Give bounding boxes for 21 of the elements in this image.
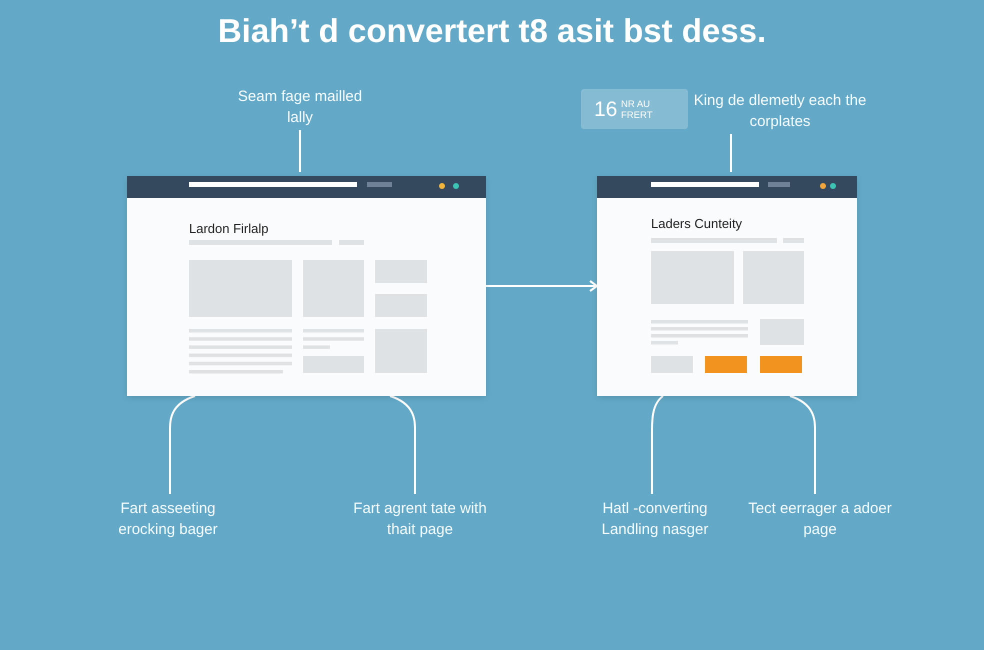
browser-window: [127, 176, 486, 396]
badge-text: NR AU FRERT: [621, 99, 654, 121]
annotation-text: Fart asseeting erocking bager: [103, 498, 233, 542]
annotation-text: Fart agrent tate with thait page: [350, 498, 490, 542]
badge-number: 16: [594, 98, 618, 122]
leader-line: [390, 395, 416, 494]
annotation-text: Hatl -converting Landling nasger: [580, 498, 730, 542]
annotation-text: Tect eerrager a adoer page: [745, 498, 895, 542]
leader-line: [169, 395, 196, 494]
leader-line: [790, 395, 816, 494]
page-heading: Lardon Firlalp: [189, 221, 268, 236]
browser-window: [597, 176, 857, 396]
annotation-text: King de dlemetly each the corplates: [690, 90, 870, 134]
leader-line: [299, 130, 301, 172]
arrow: [486, 280, 598, 292]
leader-line: [730, 134, 732, 172]
page-heading: Laders Cunteity: [651, 216, 742, 231]
annotation-text: Seam fage mailled lally: [235, 86, 365, 130]
diagram-title: Biah’t d convertert t8 asit bst dess.: [216, 12, 768, 50]
badge-card: [581, 89, 688, 129]
leader-line: [651, 395, 664, 494]
